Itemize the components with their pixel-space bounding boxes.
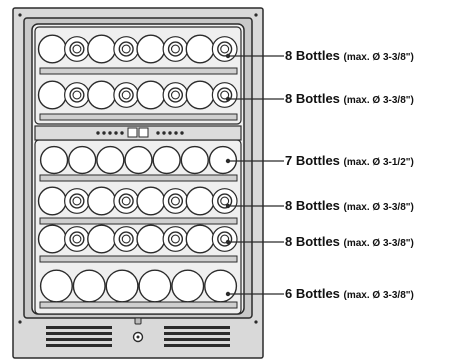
bottle-base bbox=[136, 80, 166, 110]
shelf-capacity-label: 8 Bottles (max. Ø 3-3/8") bbox=[285, 47, 414, 65]
bottle-lip bbox=[121, 44, 131, 54]
bottle-lip bbox=[72, 234, 82, 244]
bottle-base bbox=[87, 224, 117, 254]
bottle-diameter: (max. Ø 3-1/2") bbox=[343, 157, 414, 168]
shelf-capacity-label: 6 Bottles (max. Ø 3-3/8") bbox=[285, 285, 414, 303]
control-panel bbox=[34, 125, 242, 141]
bottle-count: 8 Bottles bbox=[285, 91, 344, 106]
cabinet-screw bbox=[254, 320, 258, 324]
bottle-base bbox=[37, 224, 67, 254]
bottle-base bbox=[37, 80, 67, 110]
indicator-dot bbox=[120, 131, 124, 135]
bottle-base bbox=[171, 269, 205, 303]
bottle-base bbox=[124, 145, 153, 175]
bottle-diameter: (max. Ø 3-3/8") bbox=[343, 52, 414, 63]
bottle-count: 8 Bottles bbox=[285, 234, 344, 249]
bottle-base bbox=[152, 145, 181, 175]
bottle-diameter: (max. Ø 3-3/8") bbox=[343, 202, 414, 213]
indicator-dot bbox=[180, 131, 184, 135]
shelf-5 bbox=[37, 224, 238, 263]
bottle-lip bbox=[220, 44, 230, 54]
bottle-lip bbox=[121, 234, 131, 244]
leader-lines bbox=[225, 53, 284, 297]
cabinet-screw bbox=[254, 13, 258, 17]
shelf-3 bbox=[39, 145, 238, 182]
shelf-2 bbox=[37, 80, 238, 121]
bottle-base bbox=[37, 186, 67, 216]
bottle-lip bbox=[72, 90, 82, 100]
bottle-base bbox=[39, 269, 73, 303]
bottle-base bbox=[96, 145, 125, 175]
bottle-base bbox=[185, 80, 215, 110]
bottle-base bbox=[87, 80, 117, 110]
control-panel-strip bbox=[34, 125, 242, 141]
bottle-base bbox=[138, 269, 172, 303]
bottle-base bbox=[68, 145, 97, 175]
bottle-lip bbox=[72, 44, 82, 54]
bottle-base bbox=[185, 224, 215, 254]
control-button[interactable] bbox=[138, 127, 149, 138]
shelf-4 bbox=[37, 186, 238, 225]
bottle-diameter: (max. Ø 3-3/8") bbox=[343, 290, 414, 301]
shelves-layer bbox=[37, 34, 238, 309]
bottle-base bbox=[204, 269, 238, 303]
bottle-count: 8 Bottles bbox=[285, 48, 344, 63]
shelf-capacity-label: 8 Bottles (max. Ø 3-3/8") bbox=[285, 197, 414, 215]
shelf-rail bbox=[39, 174, 238, 182]
bottle-base bbox=[105, 269, 139, 303]
shelf-capacity-label: 8 Bottles (max. Ø 3-3/8") bbox=[285, 90, 414, 108]
bottle-lip bbox=[220, 90, 230, 100]
bottle-count: 8 Bottles bbox=[285, 198, 344, 213]
shelf-rail bbox=[39, 217, 238, 225]
bottle-lip bbox=[121, 90, 131, 100]
indicator-dot bbox=[162, 131, 166, 135]
control-button[interactable] bbox=[127, 127, 138, 138]
lock-keyhole bbox=[136, 335, 140, 339]
indicator-dot bbox=[174, 131, 178, 135]
bottle-lip bbox=[170, 196, 180, 206]
shelf-1 bbox=[37, 34, 238, 75]
shelf-rail bbox=[39, 113, 238, 121]
bottle-lip bbox=[170, 234, 180, 244]
bottle-base bbox=[37, 34, 67, 64]
shelf-rail bbox=[39, 301, 238, 309]
shelf-capacity-label: 7 Bottles (max. Ø 3-1/2") bbox=[285, 152, 414, 170]
bottle-base bbox=[72, 269, 106, 303]
indicator-dot bbox=[96, 131, 100, 135]
indicator-dot bbox=[156, 131, 160, 135]
cabinet-screw bbox=[18, 13, 22, 17]
shelf-rail bbox=[39, 67, 238, 75]
bottle-base bbox=[136, 34, 166, 64]
bottle-base bbox=[39, 145, 69, 175]
cabinet-screw bbox=[18, 320, 22, 324]
indicator-dot bbox=[114, 131, 118, 135]
bottle-diameter: (max. Ø 3-3/8") bbox=[343, 95, 414, 106]
bottle-base bbox=[87, 34, 117, 64]
indicator-dot bbox=[168, 131, 172, 135]
bottle-base bbox=[180, 145, 209, 175]
bottle-base bbox=[136, 224, 166, 254]
bottle-base bbox=[185, 34, 215, 64]
door-handle-stub bbox=[134, 317, 142, 325]
bottle-base bbox=[87, 186, 117, 216]
indicator-dot bbox=[108, 131, 112, 135]
bottle-diameter: (max. Ø 3-3/8") bbox=[343, 238, 414, 249]
bottle-lip bbox=[170, 44, 180, 54]
bottle-base bbox=[185, 186, 215, 216]
bottle-lip bbox=[220, 196, 230, 206]
shelf-6 bbox=[39, 269, 238, 309]
shelf-rail bbox=[39, 255, 238, 263]
bottle-count: 7 Bottles bbox=[285, 153, 344, 168]
bottle-base bbox=[136, 186, 166, 216]
bottle-lip bbox=[72, 196, 82, 206]
vent-grille bbox=[46, 326, 230, 347]
bottle-lip bbox=[121, 196, 131, 206]
indicator-dot bbox=[102, 131, 106, 135]
bottle-base bbox=[208, 145, 238, 175]
bottle-count: 6 Bottles bbox=[285, 286, 344, 301]
bottle-lip bbox=[170, 90, 180, 100]
shelf-capacity-label: 8 Bottles (max. Ø 3-3/8") bbox=[285, 233, 414, 251]
